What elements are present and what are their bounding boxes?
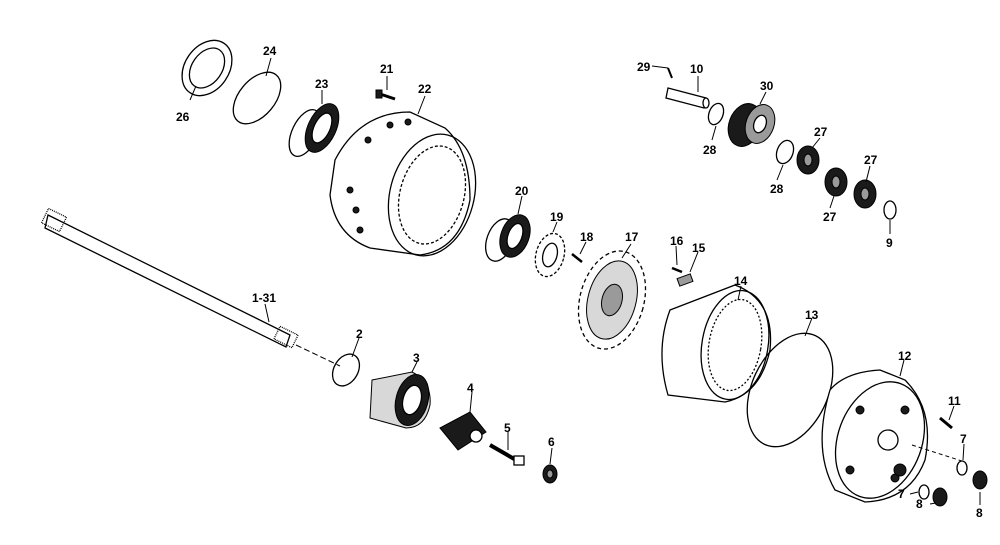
- callout-3: 3: [413, 351, 420, 365]
- callout-17: 17: [625, 230, 639, 244]
- callout-13: 13: [805, 308, 819, 322]
- part-24-ring: [232, 71, 282, 125]
- part-8-plug-a: [972, 470, 988, 490]
- callout-19: 19: [550, 210, 564, 224]
- part-10-shaft: [665, 87, 710, 109]
- callout-29: 29: [637, 60, 651, 74]
- callout-5: 5: [504, 421, 511, 435]
- callout-4: 4: [467, 381, 474, 395]
- callout-16: 16: [670, 234, 684, 248]
- part-4-pinion: [439, 411, 487, 451]
- part-28-washer-a: [707, 102, 725, 126]
- callout-10: 10: [690, 62, 704, 76]
- part-18-pin: [571, 253, 583, 263]
- callout-8-a: 8: [976, 506, 983, 520]
- callout-22: 22: [418, 82, 432, 96]
- callout-labels: 26 24 23 21 22 29 10 30 28 27 28 27 27 9…: [176, 44, 983, 520]
- part-27-roller-a: [796, 145, 820, 175]
- callout-7-b: 7: [898, 487, 905, 501]
- part-27-roller-c: [853, 179, 877, 209]
- callout-27-c: 27: [823, 210, 837, 224]
- part-1-31-axle-shaft: [40, 207, 299, 349]
- callout-15: 15: [692, 241, 706, 255]
- part-7-washer-b: [918, 484, 930, 500]
- callout-11: 11: [948, 394, 961, 408]
- part-19-gear: [534, 232, 566, 278]
- part-23-bearing: [288, 103, 340, 157]
- part-15-plate: [676, 273, 694, 287]
- callout-9: 9: [886, 236, 893, 250]
- callout-8-b: 8: [916, 497, 923, 511]
- part-2-washer: [331, 353, 361, 387]
- callout-6: 6: [548, 435, 555, 449]
- callout-30: 30: [760, 79, 774, 93]
- callout-27-b: 27: [864, 153, 878, 167]
- part-28-washer-b: [775, 139, 795, 165]
- part-7-washer-a: [956, 460, 968, 476]
- part-5-bolt: [489, 443, 525, 466]
- callout-28-a: 28: [703, 143, 717, 157]
- callout-24: 24: [263, 44, 277, 58]
- callout-leaders: [189, 57, 981, 505]
- callout-7-a: 7: [960, 432, 967, 446]
- part-12-cover: [821, 369, 929, 503]
- part-30-bearing: [727, 103, 776, 147]
- callout-12: 12: [898, 349, 912, 363]
- part-9-snap-ring: [883, 200, 897, 220]
- part-13-o-ring: [746, 332, 834, 448]
- part-14-ring-gear: [661, 284, 772, 403]
- part-17-gear: [577, 250, 647, 350]
- part-26-seal: [181, 39, 233, 97]
- part-29-pin: [667, 67, 673, 79]
- part-20-bearing: [485, 214, 531, 262]
- callout-23: 23: [315, 77, 329, 91]
- part-27-roller-b: [824, 167, 848, 197]
- callout-2: 2: [356, 327, 363, 341]
- part-3-sleeve: [369, 371, 431, 429]
- callout-26: 26: [176, 110, 190, 124]
- callout-28-b: 28: [770, 182, 784, 196]
- callout-14: 14: [734, 274, 748, 288]
- part-22-hub: [329, 111, 477, 257]
- part-16-bolt: [671, 266, 683, 274]
- callout-18: 18: [580, 230, 594, 244]
- callout-21: 21: [380, 62, 394, 76]
- callout-20: 20: [515, 184, 529, 198]
- callout-1-31: 1-31: [252, 291, 276, 305]
- part-6-nut: [542, 464, 558, 484]
- part-21-bolt: [375, 89, 396, 101]
- callout-27-a: 27: [814, 125, 828, 139]
- part-11-bolt: [939, 416, 953, 430]
- part-8-plug-b: [932, 487, 948, 507]
